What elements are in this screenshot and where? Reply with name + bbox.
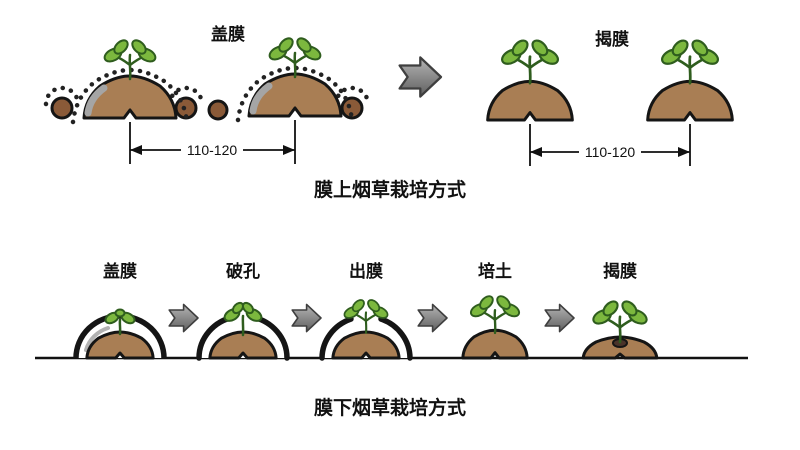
covered-mound-2: [235, 34, 355, 123]
uncovered-mound-2: [646, 36, 734, 122]
covered-mound-1: [70, 36, 190, 125]
transition-arrow-icon: [398, 56, 443, 98]
top-caption: 膜上烟草栽培方式: [313, 178, 466, 201]
spacing-measurement-right: 110-120: [529, 124, 691, 166]
spacing-measurement-left: 110-120: [129, 120, 296, 164]
uncovered-mound-1: [486, 36, 574, 122]
stage-arrow-4-icon: [544, 303, 575, 333]
stage-label-remove: 揭膜: [603, 261, 637, 281]
top-remove-label: 揭膜: [595, 29, 629, 49]
spacing-value-left: 110-120: [187, 142, 238, 158]
stage-label-emerge: 出膜: [349, 261, 383, 281]
spacing-value-right: 110-120: [585, 144, 636, 160]
stage-break-hole: [196, 299, 290, 361]
soil-clods: [43, 85, 371, 121]
stage-remove-film: [582, 297, 658, 360]
stage-hill-soil: [461, 292, 529, 360]
stage-cover-film: [73, 308, 167, 360]
stage-arrow-1-icon: [168, 303, 199, 333]
stage-arrow-3-icon: [417, 303, 448, 333]
bottom-caption: 膜下烟草栽培方式: [313, 396, 466, 419]
stage-label-cover: 盖膜: [103, 261, 137, 281]
stage-label-break: 破孔: [226, 261, 260, 281]
stage-emerge-film: [319, 296, 413, 361]
stage-arrow-2-icon: [291, 303, 322, 333]
top-cover-label: 盖膜: [211, 24, 245, 44]
stage-label-hill: 培土: [478, 261, 512, 281]
